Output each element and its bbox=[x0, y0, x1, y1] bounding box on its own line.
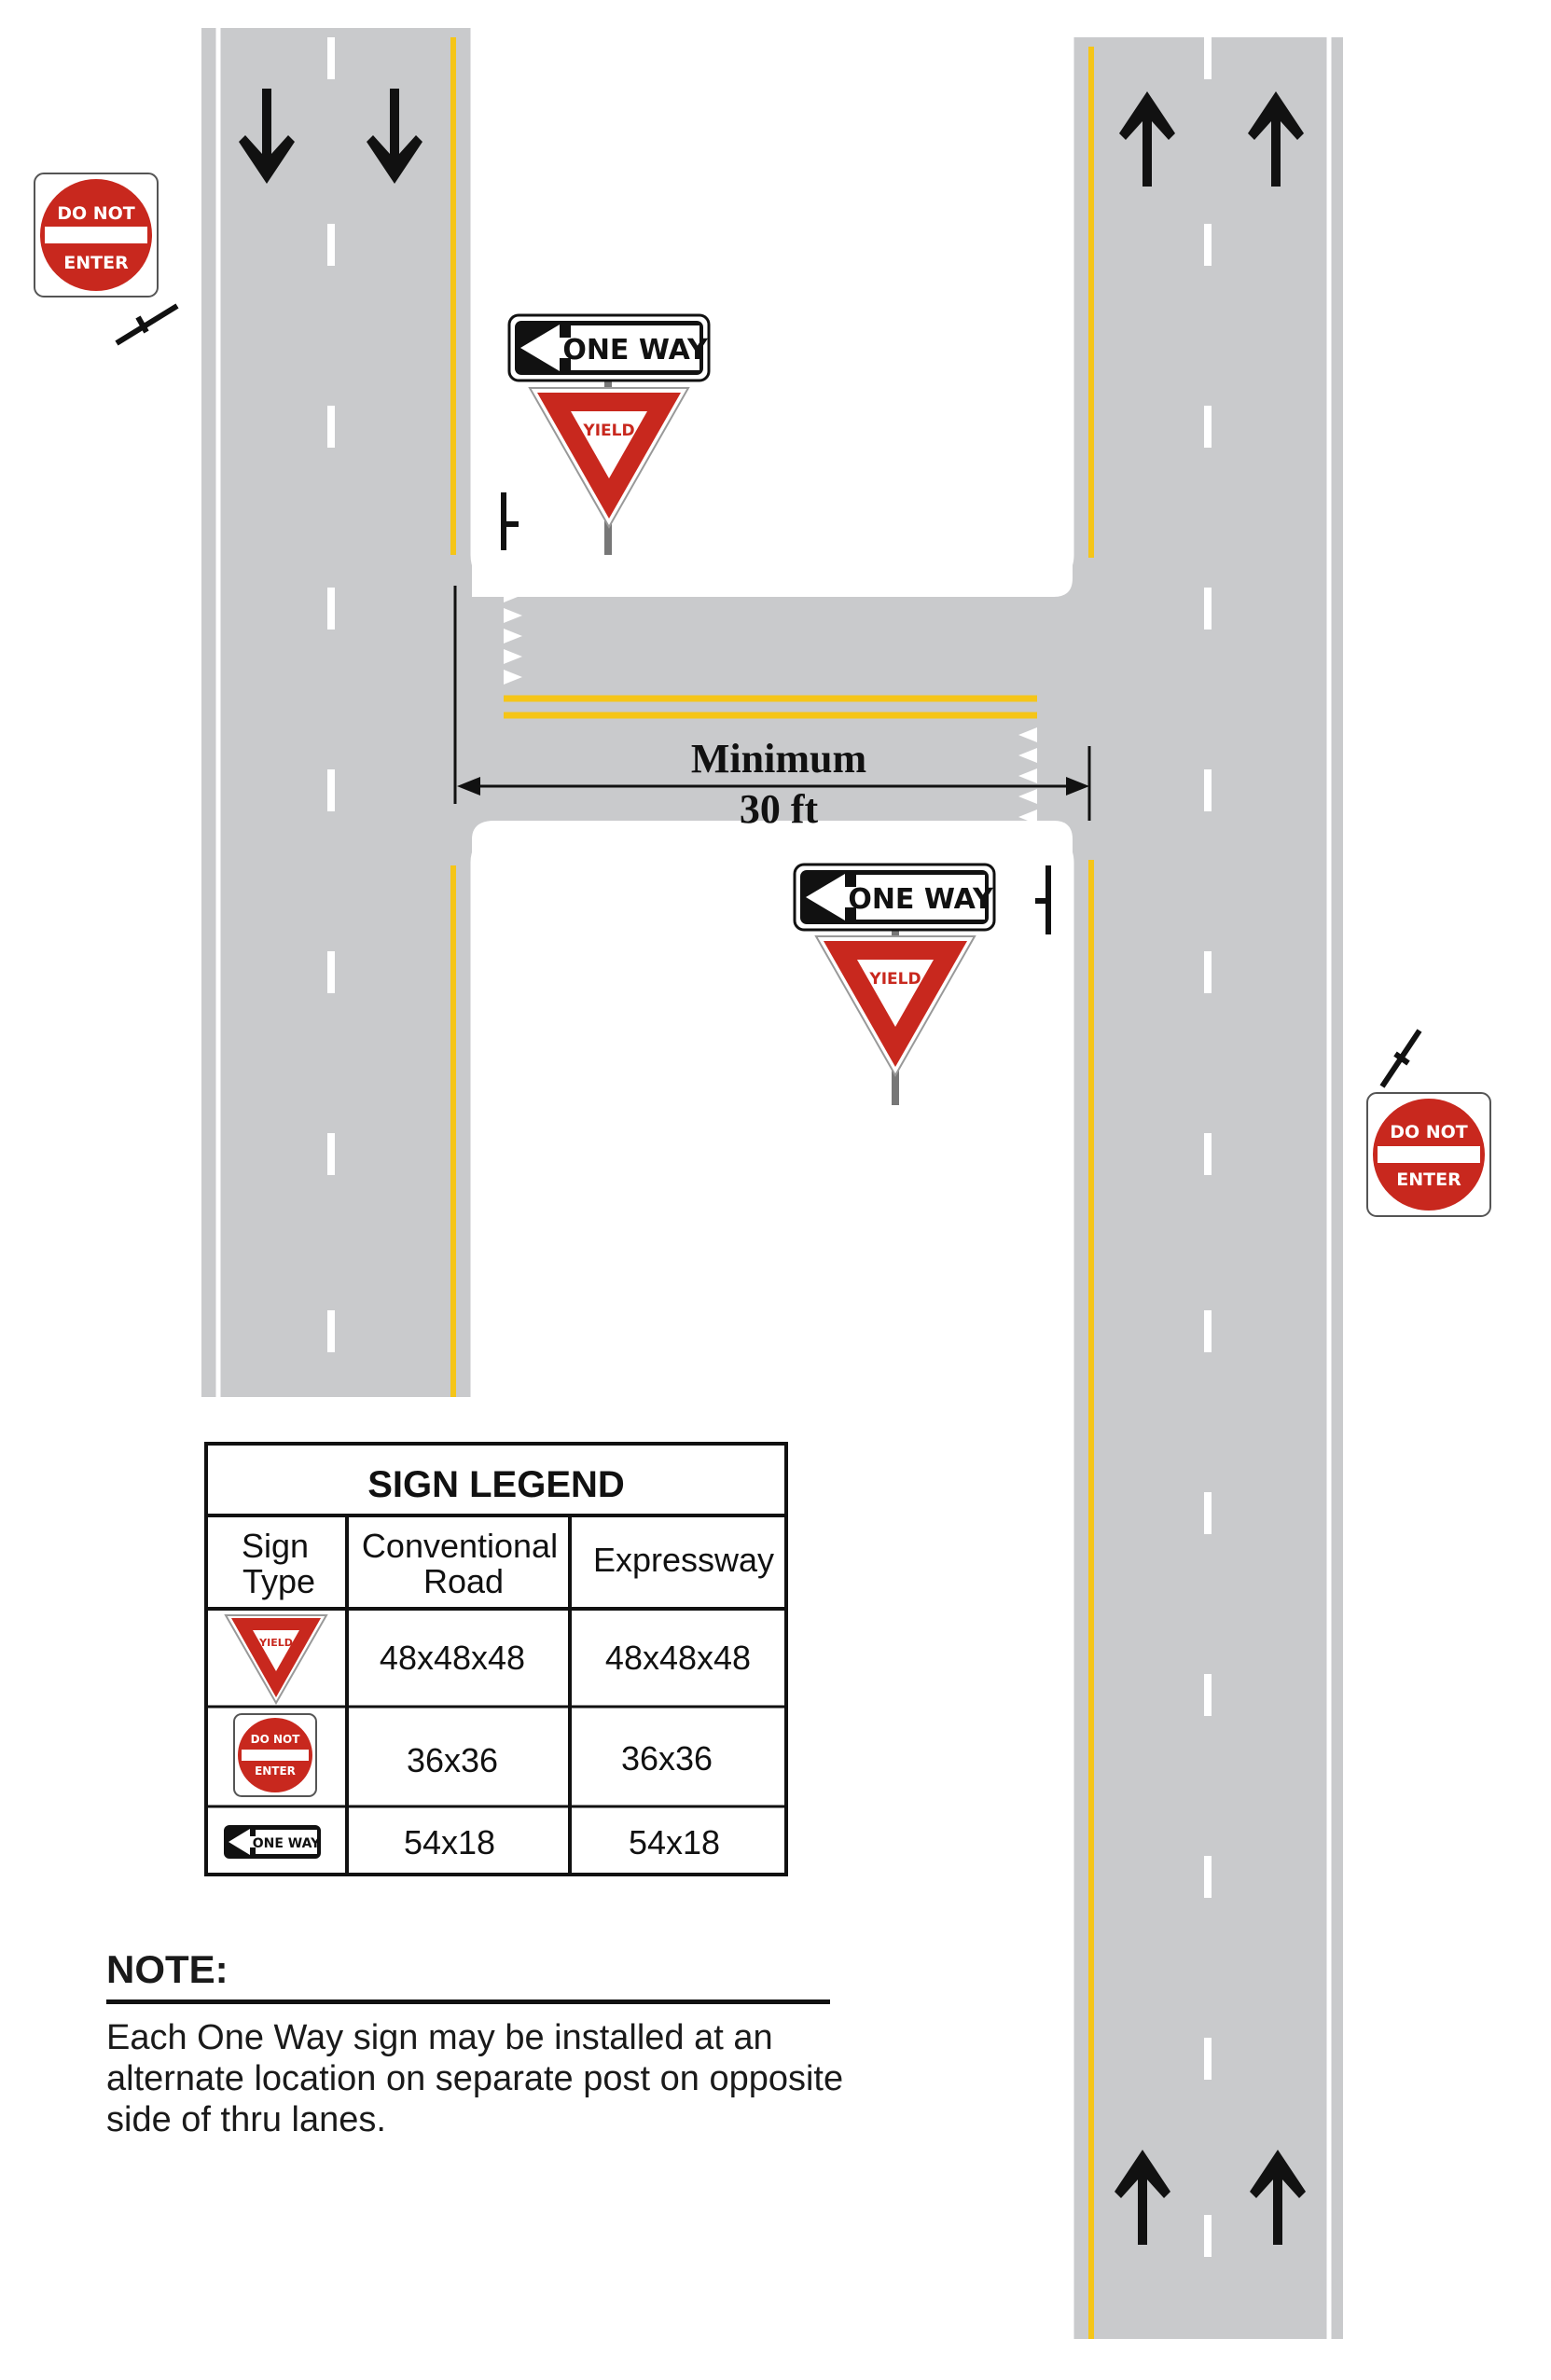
row-oneway-expressway: 54x18 bbox=[629, 1823, 720, 1861]
yield-label: YIELD bbox=[582, 422, 634, 440]
yield-line-lower bbox=[1018, 727, 1037, 824]
dimension-label-1: Minimum bbox=[691, 736, 866, 782]
row-dne-conventional: 36x36 bbox=[407, 1741, 498, 1779]
sign-legend-table: SIGN LEGEND Sign Type Conventional Road … bbox=[204, 1442, 788, 1876]
one-way-icon: ONE WAY bbox=[224, 1825, 321, 1859]
header-conventional-1: Conventional bbox=[362, 1527, 558, 1565]
one-way-yield-assembly-upper: ONE WAY YIELD bbox=[501, 313, 711, 555]
svg-text:ONE WAY: ONE WAY bbox=[253, 1836, 321, 1851]
yield-icon: YIELD bbox=[224, 1614, 328, 1706]
note-body: Each One Way sign may be installed at an… bbox=[106, 2018, 844, 2140]
row-dne-expressway: 36x36 bbox=[621, 1739, 713, 1778]
one-way-yield-assembly-lower: ONE WAY YIELD bbox=[793, 863, 1051, 1105]
do-not-enter-sign-upper: DO NOT ENTER bbox=[34, 173, 179, 346]
arrow-up-icon bbox=[1248, 91, 1304, 187]
svg-text:ENTER: ENTER bbox=[255, 1764, 296, 1778]
dimension-30ft: Minimum 30 ft bbox=[453, 616, 1091, 832]
legend-title: SIGN LEGEND bbox=[367, 1464, 625, 1505]
header-sign-type-2: Type bbox=[242, 1562, 315, 1600]
note: NOTE: Each One Way sign may be installed… bbox=[106, 1947, 871, 2140]
svg-text:YIELD: YIELD bbox=[258, 1637, 293, 1649]
left-arrow-icon bbox=[806, 874, 856, 920]
left-roadway bbox=[201, 28, 472, 1397]
one-way-label: ONE WAY bbox=[562, 334, 709, 367]
yield-label: YIELD bbox=[868, 970, 921, 989]
left-arrow-icon bbox=[520, 325, 571, 371]
do-not-enter-sign-lower: DO NOT ENTER bbox=[1366, 1029, 1491, 1217]
arrow-up-icon bbox=[1250, 2150, 1306, 2245]
do-not-enter-line2: ENTER bbox=[1396, 1169, 1461, 1190]
row-yield-expressway: 48x48x48 bbox=[605, 1639, 751, 1677]
do-not-enter-icon: DO NOT ENTER bbox=[233, 1713, 317, 1797]
row-yield-conventional: 48x48x48 bbox=[380, 1639, 525, 1677]
header-sign-type-1: Sign bbox=[242, 1527, 309, 1565]
svg-text:DO NOT: DO NOT bbox=[251, 1733, 301, 1746]
do-not-enter-line2: ENTER bbox=[63, 253, 129, 273]
do-not-enter-line1: DO NOT bbox=[57, 203, 135, 224]
header-conventional-2: Road bbox=[423, 1562, 504, 1600]
do-not-enter-line1: DO NOT bbox=[1390, 1122, 1468, 1142]
arrow-down-icon bbox=[239, 89, 295, 184]
arrow-up-icon bbox=[1115, 2150, 1170, 2245]
note-title: NOTE: bbox=[106, 1947, 830, 2005]
dimension-label-2: 30 ft bbox=[740, 786, 819, 832]
yield-line-upper bbox=[504, 588, 522, 685]
lane-arrows bbox=[239, 89, 1306, 2245]
right-roadway bbox=[1073, 37, 1343, 2339]
arrow-down-icon bbox=[367, 89, 422, 184]
row-oneway-conventional: 54x18 bbox=[404, 1823, 495, 1861]
crossover bbox=[448, 28, 1097, 2339]
header-expressway: Expressway bbox=[593, 1541, 774, 1579]
arrow-up-icon bbox=[1119, 91, 1175, 187]
one-way-label: ONE WAY bbox=[848, 883, 994, 916]
